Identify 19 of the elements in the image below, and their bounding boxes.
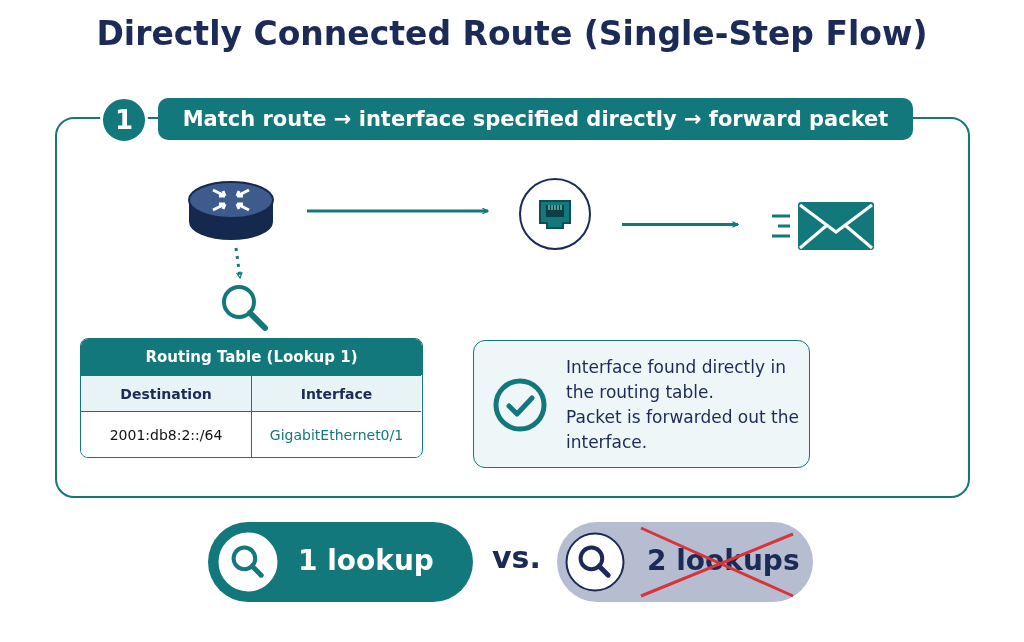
- arrow: [622, 221, 739, 228]
- arrow: [307, 207, 489, 215]
- step-header: Match route → interface specified directly → forward packet: [158, 98, 913, 140]
- table-header-cell: Destination: [81, 375, 251, 411]
- network-port-icon: [518, 177, 592, 251]
- comparison-label: vs.: [492, 540, 541, 575]
- info-text: Packet is forwarded out the interface.: [566, 406, 800, 454]
- info-text: Interface found directly in the routing table.: [566, 356, 787, 404]
- table-title: Routing Table (Lookup 1): [81, 339, 422, 375]
- diagram-title: Directly Connected Route (Single-Step Flow): [95, 14, 929, 53]
- arrow: [234, 247, 243, 279]
- table-header-cell: Interface: [251, 375, 421, 411]
- step-number-badge: 1: [100, 96, 148, 144]
- table-cell: GigabitEthernet0/1: [251, 411, 421, 457]
- pill-text: 1 lookup: [298, 544, 434, 577]
- routing-table: [80, 338, 423, 458]
- table-cell: 2001:db8:2::/64: [81, 411, 251, 457]
- info-card: [473, 340, 810, 468]
- step-panel: [55, 96, 970, 498]
